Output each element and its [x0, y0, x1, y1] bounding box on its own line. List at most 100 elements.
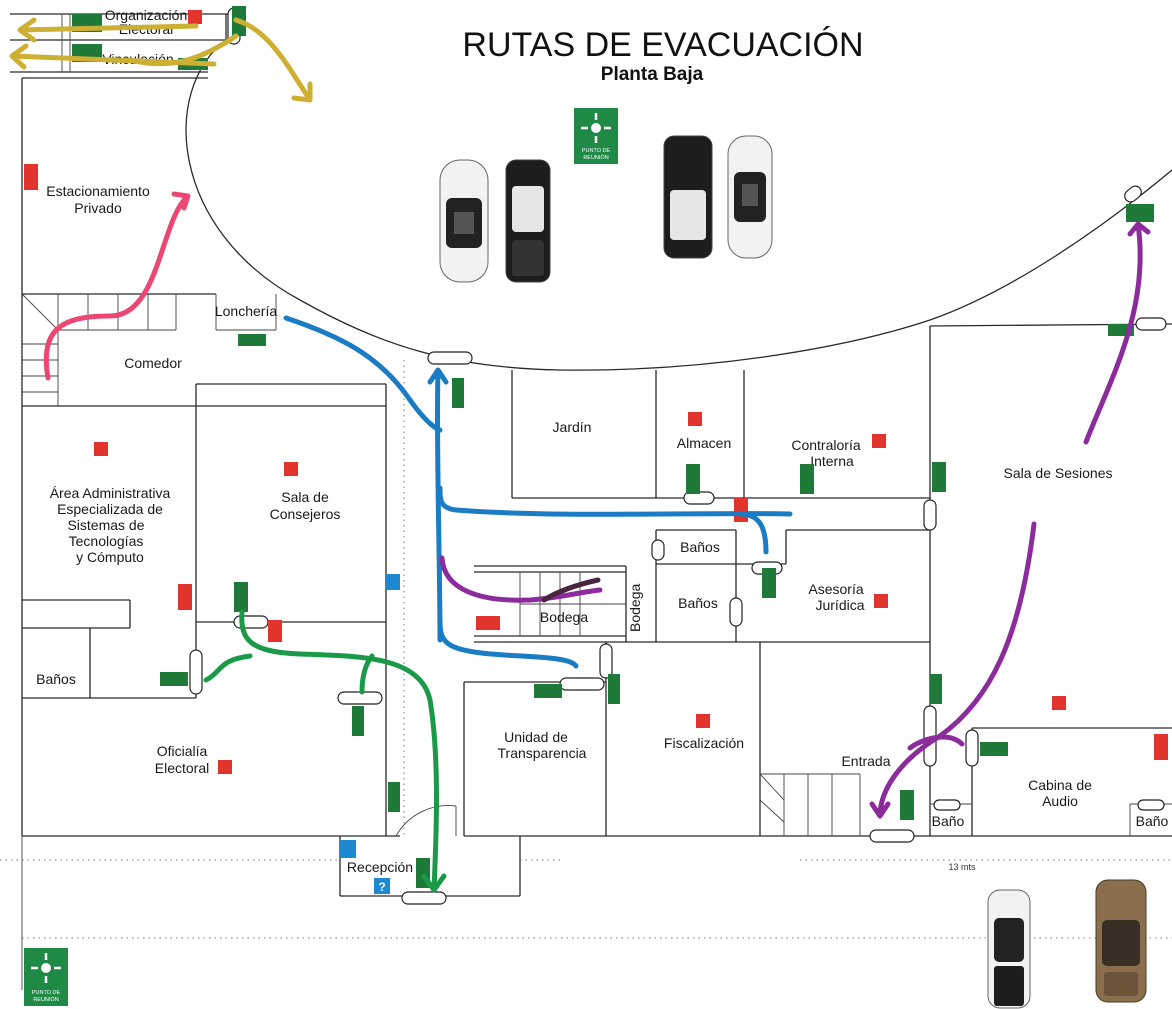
room-label-sala-consejeros-2: Consejeros — [270, 506, 341, 522]
yellow-route — [127, 33, 239, 67]
yellow-route — [233, 17, 313, 103]
alarm-icon — [188, 10, 202, 24]
fire-extinguisher-icon — [476, 616, 500, 630]
emergency-exit-icon — [608, 674, 620, 704]
fire-extinguisher-icon — [24, 164, 38, 190]
emergency-exit-icon — [238, 334, 266, 346]
room-label-cabina-1: Cabina de — [1028, 777, 1092, 793]
meeting-point-text-1: PUNTO DE — [32, 990, 61, 996]
room-label-contraloria-1: Contraloría — [791, 437, 860, 453]
alarm-icon — [688, 412, 702, 426]
emergency-exit-icon — [352, 706, 364, 736]
room-label-sala-consejeros-1: Sala de — [281, 489, 329, 505]
room-label-comedor: Comedor — [124, 355, 182, 371]
door — [337, 691, 383, 705]
room-label-oficialia-1: Oficialía — [157, 743, 208, 759]
alarm-icon — [872, 434, 886, 448]
emergency-exit-icon — [452, 378, 464, 408]
door — [599, 643, 613, 679]
door — [401, 891, 447, 905]
room-label-asesoria-2: Jurídica — [815, 597, 864, 613]
fire-extinguisher-icon — [178, 584, 192, 610]
emergency-exit-icon — [686, 464, 700, 494]
room-label-asesoria-1: Asesoría — [808, 581, 863, 597]
door — [933, 799, 961, 811]
room-label-banos-top: Baños — [680, 539, 720, 555]
alarm-icon — [874, 594, 888, 608]
fire-extinguisher-icon — [734, 498, 748, 522]
meeting-point-icon: PUNTO DE REUNIÓN — [574, 108, 618, 164]
door — [651, 539, 665, 561]
fire-extinguisher-icon — [268, 620, 282, 642]
parked-cars — [439, 135, 1147, 1009]
map-title: RUTAS DE EVACUACIÓN — [462, 26, 863, 64]
emergency-exit-icon — [534, 684, 562, 698]
room-label-area-admin-3: Sistemas de — [67, 517, 144, 533]
meeting-point-text-2: REUNIÓN — [583, 154, 608, 161]
room-label-banos-left: Baños — [36, 671, 76, 687]
emergency-exit-icon — [1126, 204, 1154, 222]
door — [1124, 185, 1142, 203]
emergency-exit-icon — [932, 462, 946, 492]
info-icons: ? — [340, 574, 400, 894]
alarms — [94, 10, 1066, 774]
emergency-exit-icon — [762, 568, 776, 598]
room-label-bodega: Bodega — [627, 584, 643, 632]
alarm-icon — [284, 462, 298, 476]
blue-route — [283, 315, 443, 433]
door — [1137, 799, 1165, 811]
emergency-exit-icon — [388, 782, 400, 812]
door — [427, 351, 473, 365]
emergency-exit-icon — [800, 464, 814, 494]
blue-route — [437, 617, 579, 669]
door — [559, 677, 605, 691]
emergency-exit-icon — [930, 674, 942, 704]
information-icon — [340, 840, 356, 858]
green-route — [203, 653, 253, 683]
pink-route — [43, 191, 191, 381]
emergency-exit-icon — [980, 742, 1008, 756]
room-label-almacen: Almacen — [677, 435, 731, 451]
door — [729, 597, 743, 627]
room-label-estacionamiento-2: Privado — [74, 200, 122, 216]
room-label-unidad-1: Unidad de — [504, 729, 568, 745]
alarm-icon — [1052, 696, 1066, 710]
car-icon — [1095, 879, 1147, 1003]
door — [965, 729, 979, 767]
help-icon: ? — [378, 880, 385, 894]
meeting-point-icon: PUNTO DE REUNIÓN — [24, 948, 68, 1006]
room-label-cabina-2: Audio — [1042, 793, 1078, 809]
purple-route — [541, 577, 601, 603]
meeting-point-text-1: PUNTO DE — [582, 148, 611, 154]
alarm-icon — [94, 442, 108, 456]
car-icon — [439, 159, 489, 283]
door — [923, 499, 937, 531]
blue-route — [437, 485, 793, 517]
room-label-area-admin-4: Tecnologías — [69, 533, 144, 549]
blue-route — [427, 367, 449, 643]
green-route — [359, 653, 375, 695]
emergency-exit-icon — [160, 672, 188, 686]
emergency-exit-icon — [234, 582, 248, 612]
purple-route — [869, 521, 1037, 819]
door — [189, 649, 203, 695]
car-icon — [727, 135, 773, 259]
alarm-icon — [696, 714, 710, 728]
car-icon — [987, 889, 1031, 1009]
distance-label: 13 mts — [948, 862, 976, 872]
room-label-fiscalizacion: Fiscalización — [664, 735, 744, 751]
fire-extinguisher-icon — [1154, 734, 1168, 760]
room-label-area-admin-2: Especializada de — [57, 501, 163, 517]
emergency-exit-icon — [900, 790, 914, 820]
room-label-bodega-stairs: Bodega — [540, 609, 588, 625]
information-icon — [374, 878, 390, 894]
car-icon — [663, 135, 713, 259]
room-label-org-electoral-1: Organización — [105, 7, 188, 23]
building-walls — [0, 39, 1172, 990]
meeting-point-text-2: REUNIÓN — [33, 996, 58, 1003]
room-label-bano-2: Baño — [1136, 813, 1169, 829]
purple-route — [439, 555, 603, 603]
yellow-route — [17, 17, 199, 43]
alarm-icon — [218, 760, 232, 774]
room-label-contraloria-2: Interna — [810, 453, 854, 469]
